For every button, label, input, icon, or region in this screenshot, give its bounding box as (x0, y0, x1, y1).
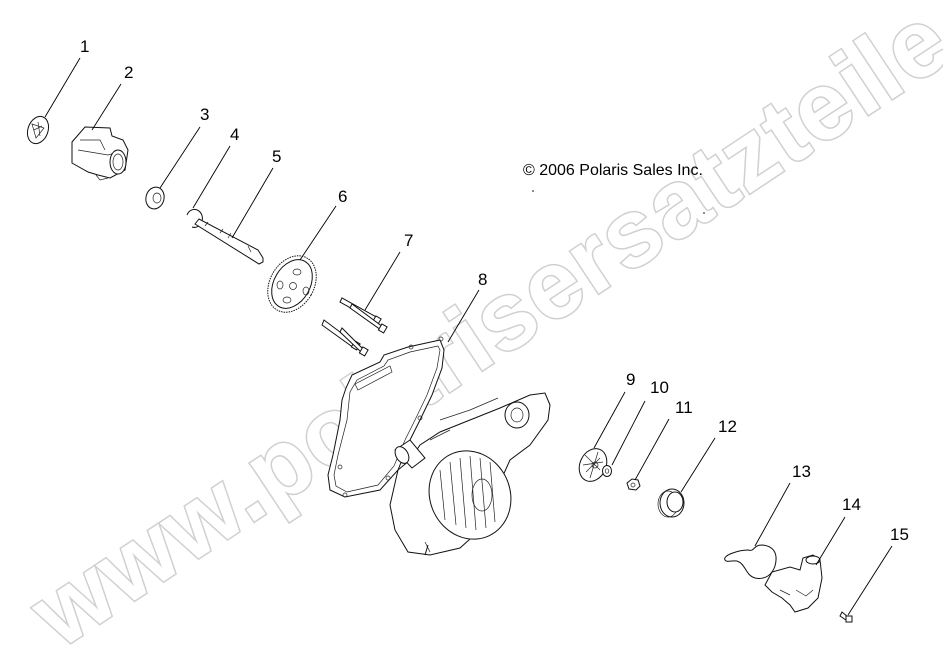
callout-9[interactable]: 9 (626, 370, 635, 389)
callout-15[interactable]: 15 (890, 525, 909, 544)
callout-11[interactable]: 11 (675, 398, 693, 417)
callout-2[interactable]: 2 (124, 63, 133, 82)
leader-13 (754, 482, 791, 547)
callout-14[interactable]: 14 (842, 495, 861, 514)
callout-12[interactable]: 12 (718, 417, 737, 436)
leader-7 (364, 251, 401, 311)
part-8-stator-cover[interactable] (389, 392, 551, 556)
callout-3[interactable]: 3 (200, 105, 209, 124)
leader-8 (447, 289, 480, 343)
leader-12 (680, 437, 716, 493)
part-14-pump-cover[interactable] (764, 554, 823, 613)
stray-dot (532, 190, 534, 192)
leader-9 (593, 391, 626, 449)
leader-10 (611, 400, 646, 466)
callout-4[interactable]: 4 (230, 125, 239, 144)
part-5-shaft[interactable] (194, 218, 264, 265)
part-7-bolts[interactable] (321, 297, 388, 357)
part-8-gasket[interactable] (327, 336, 445, 498)
stray-dot (703, 212, 705, 214)
part-11-nut[interactable] (626, 478, 641, 491)
part-13-o-ring[interactable] (724, 544, 777, 579)
callout-6[interactable]: 6 (338, 187, 347, 206)
part-10-washer[interactable] (602, 465, 612, 477)
callout-13[interactable]: 13 (792, 462, 811, 481)
leader-14 (815, 516, 846, 566)
leader-5 (231, 167, 274, 239)
callout-10[interactable]: 10 (650, 378, 669, 397)
part-6-gear[interactable] (258, 247, 326, 321)
leader-2 (91, 83, 122, 131)
copyright-text: © 2006 Polaris Sales Inc. (523, 162, 703, 179)
callout-8[interactable]: 8 (478, 270, 487, 289)
leader-3 (159, 126, 201, 189)
callout-5[interactable]: 5 (272, 147, 281, 166)
part-2-pump-housing[interactable] (71, 126, 129, 181)
leader-4 (192, 145, 231, 209)
leader-6 (299, 205, 337, 261)
part-15-screw[interactable] (839, 611, 853, 623)
part-1-impeller-disc[interactable] (24, 113, 52, 146)
callout-7[interactable]: 7 (404, 231, 413, 250)
part-9-impeller[interactable] (574, 444, 612, 486)
leader-11 (634, 418, 670, 481)
part-12-seal[interactable] (657, 488, 685, 518)
callout-1[interactable]: 1 (80, 37, 89, 56)
part-3-bearing[interactable] (143, 185, 166, 211)
leader-1 (44, 57, 81, 118)
leader-15 (847, 545, 893, 616)
